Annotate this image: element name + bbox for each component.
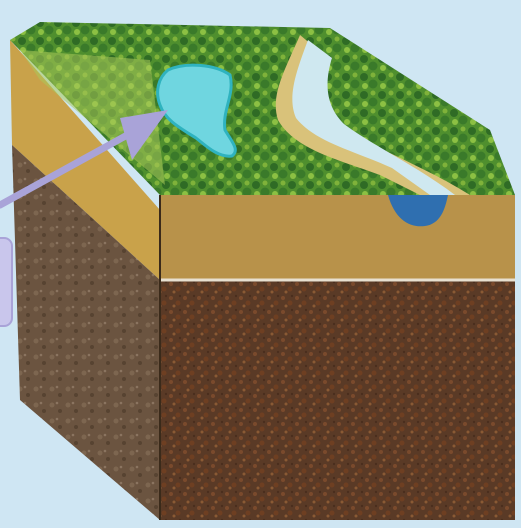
callout-box xyxy=(0,238,12,326)
front-soil-layer xyxy=(160,195,515,280)
front-bedrock-layer xyxy=(160,280,515,520)
